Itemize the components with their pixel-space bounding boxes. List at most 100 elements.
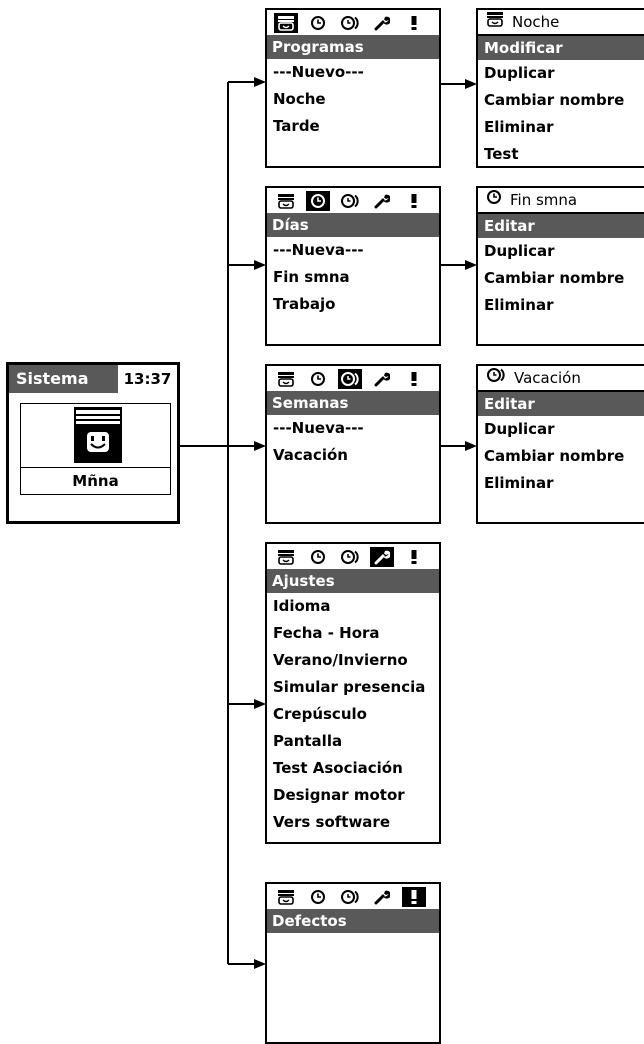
menu-item[interactable]: Fecha - Hora xyxy=(273,624,380,642)
detail-action[interactable]: Duplicar xyxy=(484,64,555,82)
detail-action[interactable]: Duplicar xyxy=(484,242,555,260)
detail-action[interactable]: Eliminar xyxy=(484,296,554,314)
menu-item[interactable]: Verano/Invierno xyxy=(273,651,408,669)
weeks-icon[interactable] xyxy=(338,13,362,33)
menu-title: Ajustes xyxy=(267,569,439,593)
menu-screen-semanas: Semanas ---Nueva--- Vacación xyxy=(265,364,441,524)
weeks-icon[interactable] xyxy=(338,368,362,389)
menu-item[interactable]: Crepúsculo xyxy=(273,705,367,723)
alert-icon[interactable] xyxy=(402,13,426,33)
home-time: 13:37 xyxy=(123,370,172,388)
arrow-to-vacacion xyxy=(465,441,477,451)
icon-tab-bar xyxy=(267,884,439,909)
menu-item[interactable]: ---Nueva--- xyxy=(273,419,364,437)
menu-item[interactable]: Fin smna xyxy=(273,268,350,286)
menu-title: Defectos xyxy=(267,909,439,933)
home-title: Sistema xyxy=(16,369,89,388)
menu-item[interactable]: Idioma xyxy=(273,597,331,615)
detail-selected-action[interactable]: Editar xyxy=(478,214,644,238)
programs-icon[interactable] xyxy=(274,547,298,567)
menu-item[interactable]: Vacación xyxy=(273,446,348,464)
days-clock-icon[interactable] xyxy=(306,190,330,211)
wrench-icon[interactable] xyxy=(370,546,394,567)
menu-item[interactable]: Vers software xyxy=(273,813,390,831)
wrench-icon[interactable] xyxy=(370,369,394,389)
detail-selected-action[interactable]: Modificar xyxy=(478,36,644,60)
icon-tab-bar xyxy=(267,366,439,391)
menu-item[interactable]: Simular presencia xyxy=(273,678,426,696)
weeks-icon[interactable] xyxy=(338,547,362,567)
arrow-to-defectos xyxy=(254,959,266,969)
alert-icon[interactable] xyxy=(402,886,426,907)
arrow-to-ajustes xyxy=(254,699,266,709)
icon-tab-bar xyxy=(267,10,439,35)
days-clock-icon xyxy=(486,188,502,212)
menu-item[interactable]: Designar motor xyxy=(273,786,405,804)
menu-title: Programas xyxy=(267,35,439,59)
home-divider xyxy=(21,467,170,468)
programs-icon[interactable] xyxy=(274,12,298,33)
days-clock-icon[interactable] xyxy=(306,13,330,33)
detail-action[interactable]: Cambiar nombre xyxy=(484,269,625,287)
menu-item[interactable]: Trabajo xyxy=(273,295,336,313)
detail-action[interactable]: Eliminar xyxy=(484,118,554,136)
detail-action[interactable]: Duplicar xyxy=(484,420,555,438)
arrow-to-noche xyxy=(465,79,477,89)
home-screen: Sistema 13:37 Mñna xyxy=(6,362,180,524)
weeks-icon xyxy=(486,366,506,390)
programs-icon[interactable] xyxy=(274,369,298,389)
detail-header-label: Fin smna xyxy=(510,191,578,209)
detail-selected-action[interactable]: Editar xyxy=(478,392,644,416)
icon-tab-bar xyxy=(267,544,439,569)
alert-icon[interactable] xyxy=(402,547,426,567)
programs-icon[interactable] xyxy=(274,887,298,907)
weeks-icon[interactable] xyxy=(338,191,362,211)
alert-icon[interactable] xyxy=(402,369,426,389)
home-frame: Mñna xyxy=(20,403,171,495)
days-clock-icon[interactable] xyxy=(306,547,330,567)
home-title-bar: Sistema xyxy=(9,365,118,393)
wrench-icon[interactable] xyxy=(370,191,394,211)
arrow-to-dias xyxy=(254,260,266,270)
wrench-icon[interactable] xyxy=(370,13,394,33)
menu-item[interactable]: Test Asociación xyxy=(273,759,403,777)
detail-action[interactable]: Eliminar xyxy=(484,474,554,492)
shutter-smiley-icon xyxy=(74,407,122,463)
days-clock-icon[interactable] xyxy=(306,369,330,389)
menu-title: Semanas xyxy=(267,391,439,415)
detail-action[interactable]: Cambiar nombre xyxy=(484,91,625,109)
detail-header-label: Noche xyxy=(512,13,560,31)
menu-item-list: ---Nueva--- Vacación xyxy=(267,415,439,469)
menu-screen-defectos: Defectos xyxy=(265,882,441,1044)
menu-item[interactable]: Noche xyxy=(273,90,326,108)
programs-icon[interactable] xyxy=(274,191,298,211)
weeks-icon[interactable] xyxy=(338,887,362,907)
detail-action[interactable]: Cambiar nombre xyxy=(484,447,625,465)
menu-item[interactable]: Pantalla xyxy=(273,732,343,750)
detail-header: Vacación xyxy=(478,366,644,392)
icon-tab-bar xyxy=(267,188,439,213)
alert-icon[interactable] xyxy=(402,191,426,211)
detail-action[interactable]: Test xyxy=(484,145,519,163)
detail-header: Fin smna xyxy=(478,188,644,214)
menu-item[interactable]: ---Nueva--- xyxy=(273,241,364,259)
wrench-icon[interactable] xyxy=(370,887,394,907)
arrow-to-fin-smna xyxy=(465,260,477,270)
days-clock-icon[interactable] xyxy=(306,887,330,907)
menu-item[interactable]: Tarde xyxy=(273,117,320,135)
home-mode-label: Mñna xyxy=(72,472,119,490)
menu-item[interactable]: ---Nuevo--- xyxy=(273,63,364,81)
